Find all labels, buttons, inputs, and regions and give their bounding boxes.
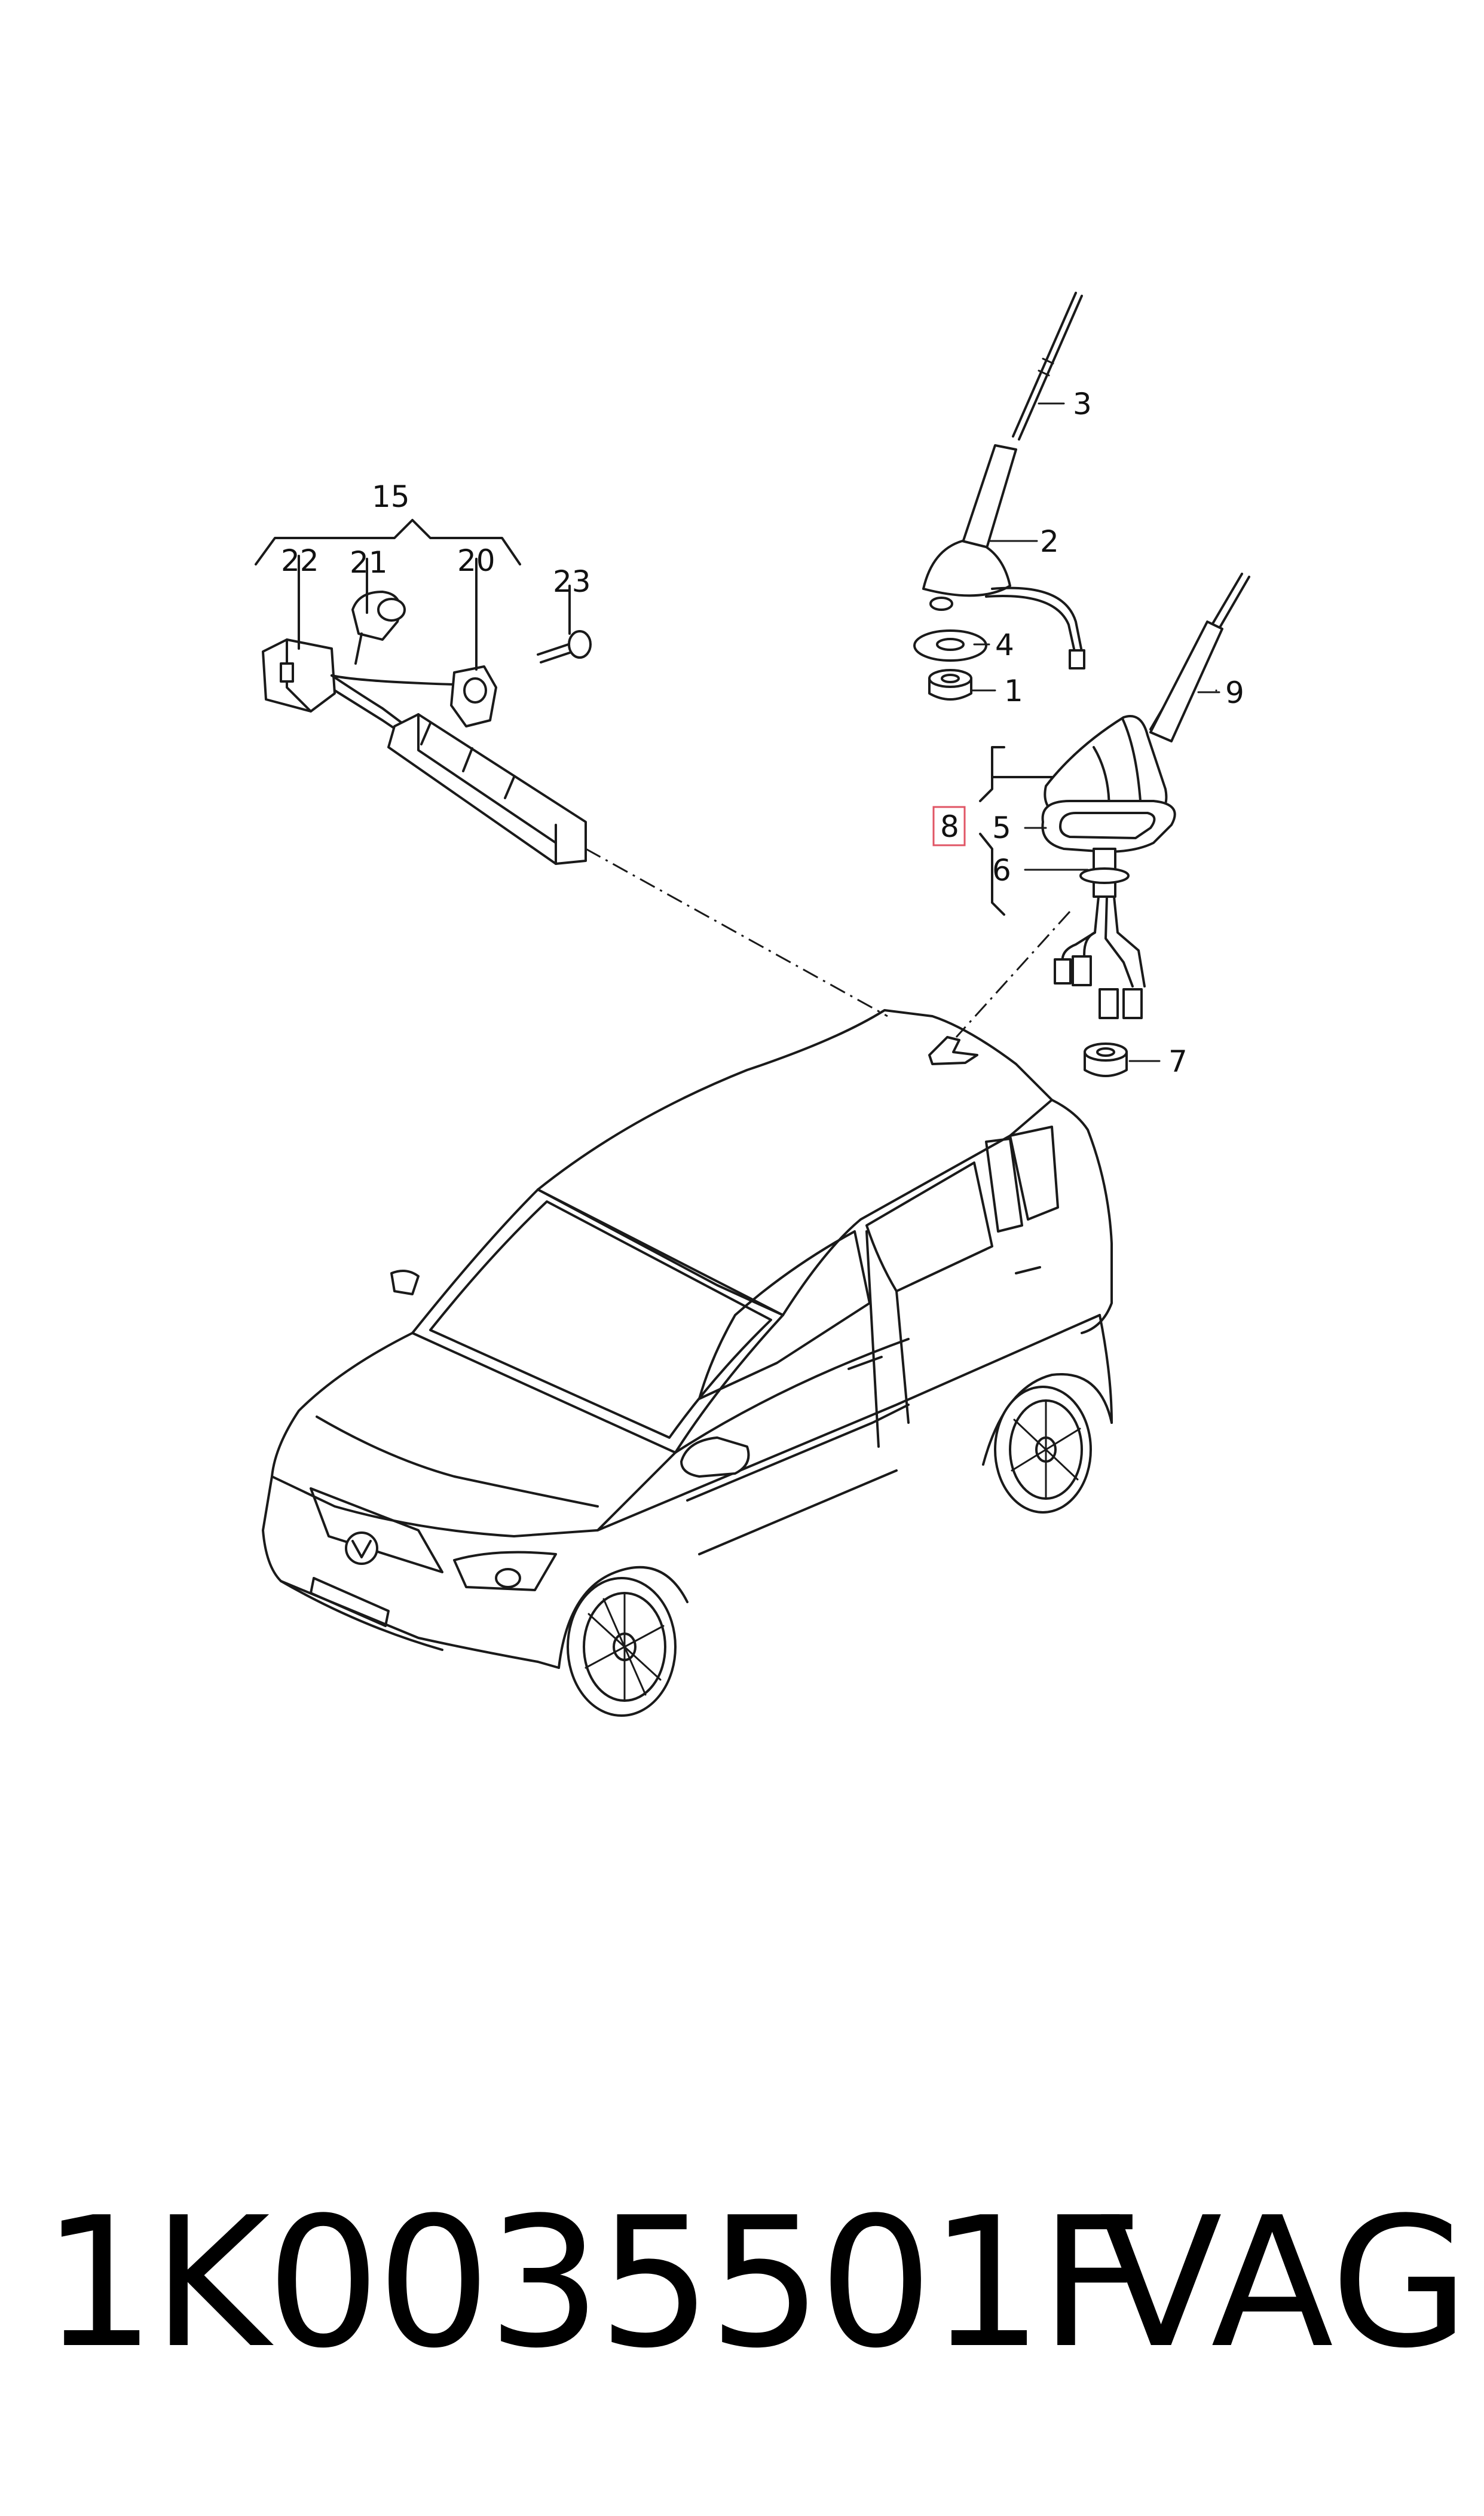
callout-5: 5 — [992, 811, 1011, 845]
cable-harness-assembly — [255, 519, 592, 865]
callout-22: 22 — [281, 543, 319, 578]
roof-mount-marker — [928, 1036, 978, 1065]
callout-7: 7 — [1168, 1044, 1188, 1079]
callout-8: 8 — [940, 809, 959, 844]
callout-labels: 3 2 4 1 9 8 5 6 7 15 22 21 20 23 — [281, 387, 1244, 1079]
callout-3: 3 — [1073, 387, 1092, 421]
callout-6: 6 — [992, 853, 1011, 888]
callout-15: 15 — [372, 479, 410, 514]
callout-20: 20 — [457, 543, 495, 578]
leader-lines — [970, 402, 1220, 1062]
callout-1: 1 — [1004, 674, 1023, 708]
brand-name: VAG — [1100, 2179, 1470, 2387]
vehicle-illustration — [262, 1009, 1113, 1717]
callout-21: 21 — [350, 545, 388, 580]
callout-23: 23 — [553, 564, 591, 599]
footer: 1K0035501F VAG — [0, 2176, 1484, 2391]
guide-line-harness — [585, 848, 888, 1017]
part-number: 1K0035501F — [42, 2179, 1143, 2387]
callout-2: 2 — [1040, 524, 1059, 559]
callout-9: 9 — [1225, 675, 1244, 710]
guide-line-antenna — [955, 910, 1071, 1038]
rod-antenna-assembly — [913, 292, 1085, 701]
callout-8-highlight — [932, 806, 966, 846]
callout-4: 4 — [995, 628, 1014, 662]
roof-antenna-assembly — [979, 573, 1250, 1077]
